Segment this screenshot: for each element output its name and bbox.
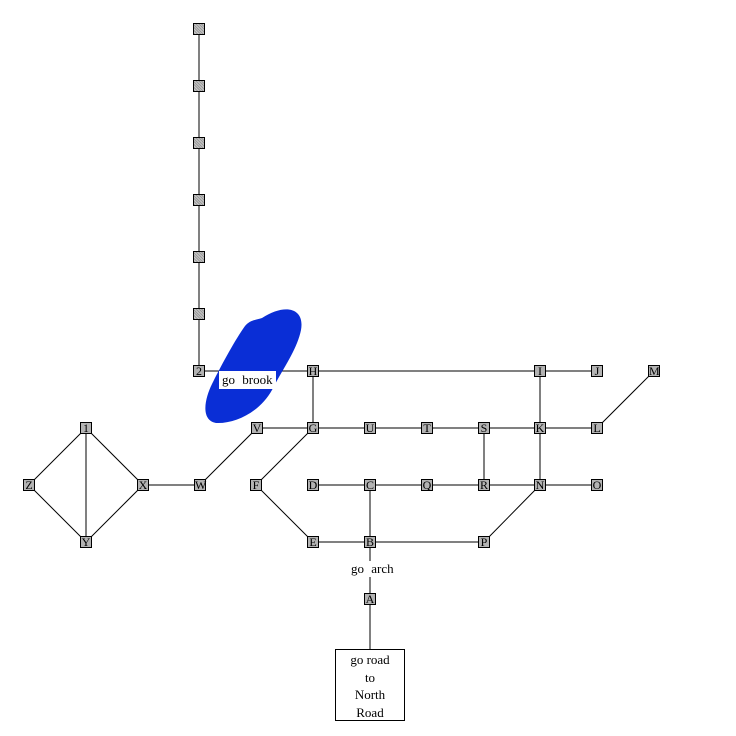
room-node-H[interactable]: H [307,364,319,378]
room-node-L[interactable]: L [591,422,603,434]
room-node-V[interactable]: V [251,421,263,435]
room-node-unnamed-n4[interactable] [193,194,205,206]
room-node-unnamed-n5[interactable] [193,251,205,263]
room-node-T[interactable]: T [421,422,433,434]
room-node-U[interactable]: U [364,421,376,435]
room-node-2[interactable]: 2 [193,365,205,377]
room-node-W[interactable]: W [194,478,207,492]
brook-exit-label[interactable]: go brook [219,371,276,389]
path-X-Y [85,484,144,543]
road-line-1: go road [350,652,390,667]
room-node-C[interactable]: C [364,478,376,492]
north-road-exit[interactable]: go road to North Road [335,649,405,721]
room-node-D[interactable]: D [307,478,319,492]
room-node-A[interactable]: A [364,592,376,606]
room-node-F[interactable]: F [250,479,262,491]
room-node-1[interactable]: 1 [80,422,92,434]
room-node-Q[interactable]: Q [421,478,433,492]
room-node-G[interactable]: G [307,421,319,435]
room-node-R[interactable]: R [478,478,490,492]
room-node-Y[interactable]: Y [80,535,92,549]
path-X-1 [85,427,144,486]
room-node-S[interactable]: S [478,422,490,434]
arch-exit-label[interactable]: go arch [351,561,394,577]
road-line-3: North [354,687,386,702]
room-node-unnamed-n2[interactable] [193,80,205,92]
room-node-I[interactable]: I [534,365,546,377]
road-line-4: Road [356,704,384,720]
path-Z-Y [28,484,87,543]
room-node-P[interactable]: P [478,536,490,548]
path-1-Z [28,427,87,486]
path-F-E [255,484,314,543]
room-node-K[interactable]: K [534,421,546,435]
room-node-unnamed-n1[interactable] [193,23,205,35]
brook-water [205,309,302,424]
room-node-unnamed-n3[interactable] [193,137,205,149]
path-lines [28,29,655,650]
room-node-unnamed-n6[interactable] [193,308,205,320]
path-G-F [255,427,314,486]
path-P-N [483,484,541,543]
room-node-X[interactable]: X [137,478,149,492]
room-node-O[interactable]: O [591,478,603,492]
room-node-Z[interactable]: Z [23,479,35,491]
room-node-J[interactable]: J [591,365,603,377]
path-V-W [199,427,258,486]
room-node-N[interactable]: N [534,478,546,492]
room-node-M[interactable]: M [648,364,660,378]
room-node-E[interactable]: E [307,536,319,548]
road-line-2: to [364,669,376,685]
room-node-B[interactable]: B [364,535,376,549]
path-M-L [596,370,655,429]
